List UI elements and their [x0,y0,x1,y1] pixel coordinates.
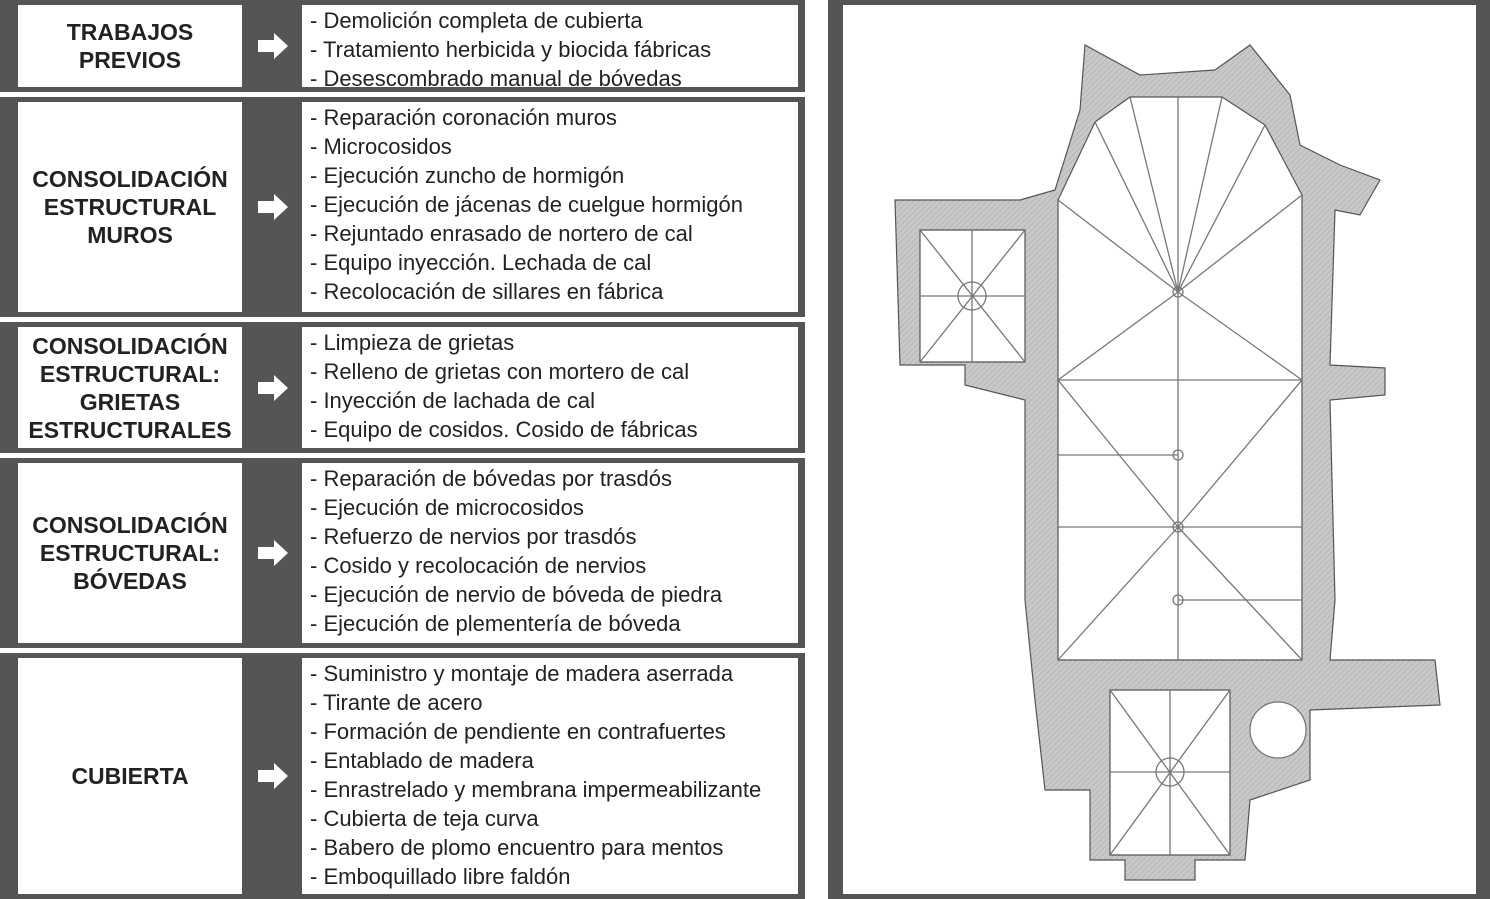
section-title: CONSOLIDACIÓN ESTRUCTURAL MUROS [18,102,242,312]
section-row: CONSOLIDACIÓN ESTRUCTURAL: BÓVEDAS - Repa… [0,458,805,648]
section-title: TRABAJOS PREVIOS [18,5,242,87]
list-item: - Equipo de cosidos. Cosido de fábricas [310,417,698,442]
list-item: - Ejecución de nervio de bóveda de piedr… [310,582,723,607]
arrow-right-icon [256,761,290,791]
list-item: - Limpieza de grietas [310,330,515,355]
section-row: CONSOLIDACIÓN ESTRUCTURAL MUROS - Reparac… [0,97,805,317]
list-item: - Formación de pendiente en contrafuerte… [310,719,726,744]
list-item: - Desescombrado manual de bóvedas [310,66,682,87]
list-item: - Inyección de lachada de cal [310,388,595,413]
floor-plan-area [843,5,1476,894]
section-row: TRABAJOS PREVIOS - Demolición completa de… [0,0,805,92]
arrow-right-icon [256,538,290,568]
list-item: - Relleno de grietas con mortero de cal [310,359,690,384]
list-item: - Demolición completa de cubierta [310,8,643,33]
list-item: - Recolocación de sillares en fábrica [310,279,664,304]
list-item: - Refuerzo de nervios por trasdós [310,524,637,549]
list-item: - Enrastrelado y membrana impermeabiliza… [310,777,762,802]
list-item: - Entablado de madera [310,748,534,773]
task-list: - Reparación coronación muros - Microcosi… [302,102,798,312]
section-row: CUBIERTA - Suministro y montaje de madera… [0,653,805,899]
list-item: - Ejecución zuncho de hormigón [310,163,625,188]
list-item: - Ejecución de jácenas de cuelgue hormig… [310,192,743,217]
section-title: CONSOLIDACIÓN ESTRUCTURAL: GRIETAS ESTRU… [18,327,242,448]
list-item: - Ejecución de plementería de bóveda [310,611,681,636]
list-item: - Emboquillado libre faldón [310,864,571,889]
list-item: - Cosido y recolocación de nervios [310,553,647,578]
vault-ribs [919,96,1307,856]
list-item: - Suministro y montaje de madera aserrad… [310,661,734,686]
section-title: CUBIERTA [18,658,242,894]
list-item: - Tirante de acero [310,690,483,715]
list-item: - Equipo inyección. Lechada de cal [310,250,652,275]
floor-plan-frame [828,0,1490,899]
arrow-right-icon [256,373,290,403]
walls [894,44,1441,881]
arrow-right-icon [256,31,290,61]
list-item: - Reparación de bóvedas por trasdós [310,466,672,491]
list-item: - Ejecución de microcosidos [310,495,584,520]
task-list: - Limpieza de grietas - Relleno de grieta… [302,327,798,448]
task-list: - Suministro y montaje de madera aserrad… [302,658,798,894]
list-item: - Tratamiento herbicida y biocida fábric… [310,37,712,62]
list-item: - Babero de plomo encuentro para mentos [310,835,724,860]
list-item: - Cubierta de teja curva [310,806,539,831]
arrow-right-icon [256,192,290,222]
list-item: - Rejuntado enrasado de nortero de cal [310,221,693,246]
task-list: - Demolición completa de cubierta - Trata… [302,5,798,87]
section-title: CONSOLIDACIÓN ESTRUCTURAL: BÓVEDAS [18,463,242,643]
task-list: - Reparación de bóvedas por trasdós - Eje… [302,463,798,643]
section-row: CONSOLIDACIÓN ESTRUCTURAL: GRIETAS ESTRU… [0,322,805,453]
list-item: - Microcosidos [310,134,452,159]
list-item: - Reparación coronación muros [310,105,617,130]
